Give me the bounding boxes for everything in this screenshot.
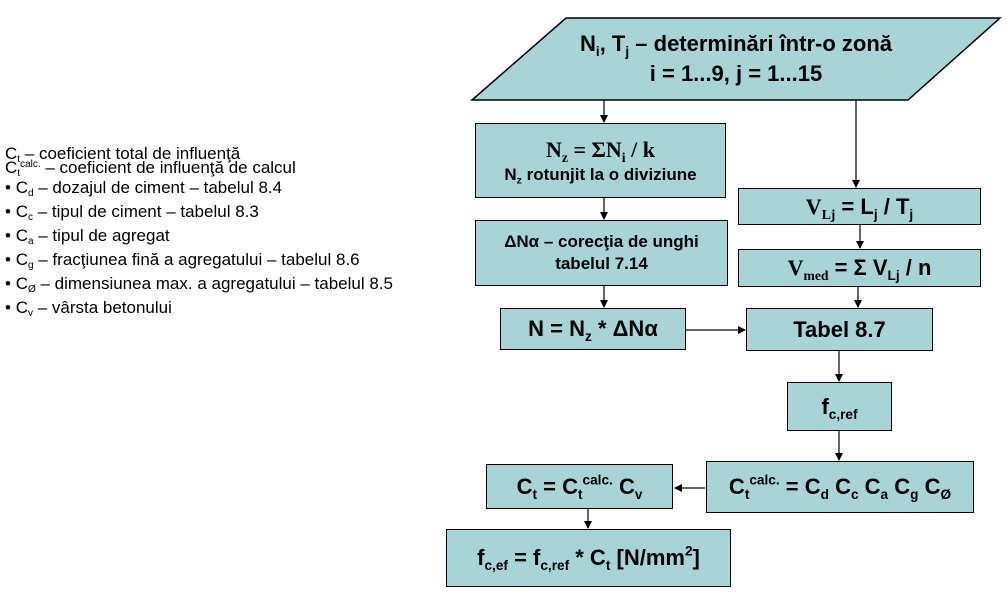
ct-node: Ct = Ctcalc. Cv — [486, 464, 673, 509]
n-node: N = Nz * ΔNα — [500, 308, 686, 350]
vmed-node: Vmed = Σ VLj / n — [738, 249, 981, 287]
ctcalc-formula: Ctcalc. = Cd Cc Ca Cg CØ — [728, 472, 952, 502]
fcref-node: fc,ref — [787, 382, 892, 431]
ct-formula: Ct = Ctcalc. Cv — [516, 471, 643, 502]
fcref-formula: fc,ref — [821, 393, 858, 422]
legend-item-cv: • Cv – vârsta betonului — [5, 298, 172, 319]
fcef-formula: fc,ef = fc,ref * Ct [N/mm2] — [477, 543, 700, 573]
vlj-node: VLj = Lj / Tj — [738, 188, 981, 225]
legend-item-cphi: • CØ – dimensiunea max. a agregatului – … — [5, 274, 393, 295]
nz-note: Nz rotunjit la o diviziune — [504, 164, 697, 187]
legend-item-cc: • Cc – tipul de ciment – tabelul 8.3 — [5, 202, 259, 223]
tabel-label: Tabel 8.7 — [793, 316, 886, 342]
legend-item-cd: • Cd – dozajul de ciment – tabelul 8.4 — [5, 178, 283, 199]
start-node: Ni, Tj – determinări într-o zonă i = 1..… — [472, 18, 1000, 100]
delta-n-node: ΔNα – corecţia de unghi tabelul 7.14 — [475, 220, 728, 286]
tabel-node: Tabel 8.7 — [746, 308, 933, 351]
start-parallelogram — [469, 17, 1002, 101]
nz-formula: Nz = ΣNi / k — [546, 136, 655, 165]
legend-ctcalc: Ctcalc. – coeficient de influenţă de cal… — [5, 158, 296, 179]
delta-n-line2: tabelul 7.14 — [555, 254, 648, 273]
legend-ct: Ct – coeficient total de influenţă — [5, 144, 241, 165]
ctcalc-node: Ctcalc. = Cd Cc Ca Cg CØ — [706, 461, 974, 513]
nz-node: Nz = ΣNi / k Nz rotunjit la o diviziune — [475, 123, 726, 198]
legend-item-ca: • Ca – tipul de agregat — [5, 226, 170, 247]
vmed-formula: Vmed = Σ VLj / n — [787, 255, 932, 283]
start-line2: i = 1...9, j = 1...15 — [649, 61, 823, 86]
legend: Ct – coeficient total de influenţă Ctcal… — [5, 144, 393, 319]
legend-item-cg: • Cg – fracţiunea fină a agregatului – t… — [5, 250, 360, 271]
vlj-formula: VLj = Lj / Tj — [805, 193, 914, 222]
fcef-node: fc,ef = fc,ref * Ct [N/mm2] — [446, 529, 731, 587]
start-line1: Ni, Tj – determinări într-o zonă — [580, 31, 892, 59]
n-formula: N = Nz * ΔNα — [528, 316, 658, 344]
delta-n-line1: ΔNα – corecţia de unghi — [504, 232, 699, 251]
